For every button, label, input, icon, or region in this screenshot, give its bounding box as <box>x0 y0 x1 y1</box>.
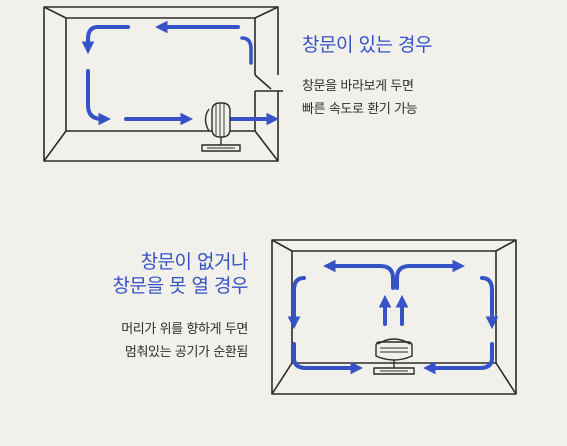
section1-caption: 창문이 있는 경우 창문을 바라보게 두면 빠른 속도로 환기 가능 <box>302 33 432 121</box>
room-without-window-diagram <box>271 239 517 395</box>
flow-arrow-bottom-right <box>422 342 494 375</box>
section2-caption: 창문이 없거나 창문을 못 열 경우 머리가 위를 향하게 두면 멈춰있는 공기… <box>0 250 249 364</box>
flow-arrow-left-down <box>287 276 306 330</box>
section1-body-line: 창문을 바라보게 두면 <box>302 79 414 94</box>
flow-arrow-right-down <box>480 276 499 330</box>
section2-body: 머리가 위를 향하게 두면 멈춰있는 공기가 순환됨 <box>0 318 248 364</box>
flow-arrow-top-right <box>395 259 466 290</box>
section2-heading: 창문이 없거나 창문을 못 열 경우 <box>0 250 249 298</box>
window-opening <box>253 74 283 92</box>
section2-body-line: 멈춰있는 공기가 순환됨 <box>124 345 248 360</box>
flow-arrow-left <box>86 69 112 126</box>
airflow-arrows <box>287 259 499 375</box>
section2-heading-line: 창문을 못 열 경우 <box>112 275 249 297</box>
section2-body-line: 머리가 위를 향하게 두면 <box>121 322 248 337</box>
flow-arrow-bottom-left <box>292 342 364 375</box>
room-with-window-diagram <box>43 6 283 162</box>
section1-body: 창문을 바라보게 두면 빠른 속도로 환기 가능 <box>302 75 432 121</box>
airflow-arrows <box>81 20 280 126</box>
flow-arrow-top-left <box>322 259 395 290</box>
flow-arrow-right-return <box>240 36 253 65</box>
section1-heading: 창문이 있는 경우 <box>302 34 432 56</box>
fan-icon <box>201 102 241 152</box>
flow-arrow-top-left <box>81 25 130 55</box>
section2-heading-line: 창문이 없거나 <box>140 251 249 273</box>
fan-icon <box>373 338 415 375</box>
room-outline <box>43 6 279 162</box>
section1-body-line: 빠른 속도로 환기 가능 <box>302 102 418 117</box>
